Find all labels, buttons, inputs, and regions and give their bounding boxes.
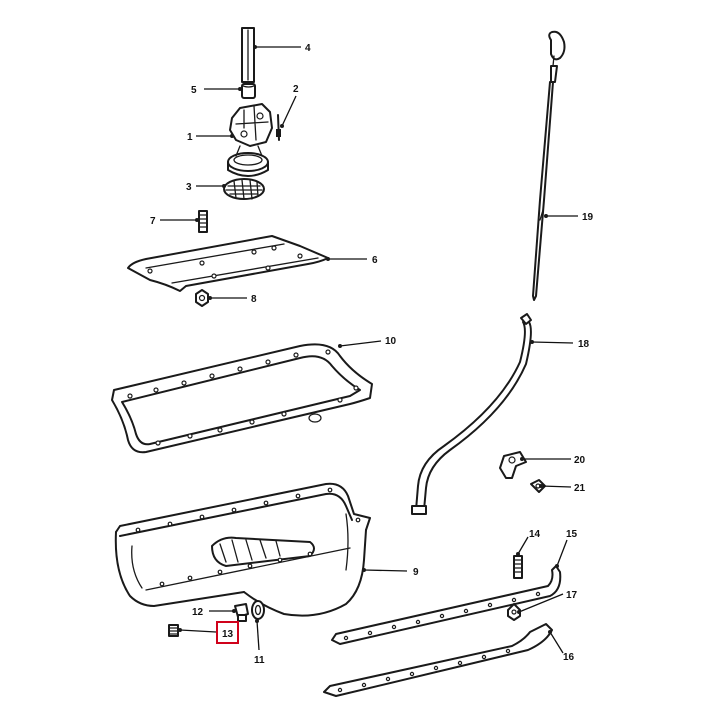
leader-lines xyxy=(160,45,578,654)
long-stud-part xyxy=(513,555,523,579)
callout-13[interactable]: 13 xyxy=(222,629,234,640)
nut-part xyxy=(195,289,209,307)
callout-3[interactable]: 3 xyxy=(186,182,192,193)
stud-part xyxy=(198,210,208,233)
callout-5[interactable]: 5 xyxy=(191,85,197,96)
pickup-screen-part xyxy=(223,178,265,200)
drain-gasket-part xyxy=(251,600,265,620)
bracket-bolt-part xyxy=(530,479,546,493)
callout-16[interactable]: 16 xyxy=(563,652,575,663)
pump-shaft-part xyxy=(276,114,281,141)
reinforcement-strip-lower-part xyxy=(323,623,553,697)
callout-9[interactable]: 9 xyxy=(413,567,419,578)
dipstick-part xyxy=(532,30,566,301)
bushing-part xyxy=(241,82,256,99)
callout-4[interactable]: 4 xyxy=(305,43,311,54)
oil-baffle-part xyxy=(127,235,329,292)
callout-19[interactable]: 19 xyxy=(582,212,594,223)
highlight-box xyxy=(216,621,239,644)
callout-labels: 4 5 2 1 3 7 6 8 10 9 12 13 11 14 15 17 1… xyxy=(150,43,594,666)
reinforcement-strip-upper-part xyxy=(331,565,562,645)
pickup-tube-part xyxy=(241,27,255,83)
callout-10[interactable]: 10 xyxy=(385,336,397,347)
callout-2[interactable]: 2 xyxy=(293,84,299,95)
callout-21[interactable]: 21 xyxy=(574,483,586,494)
callout-12[interactable]: 12 xyxy=(192,607,204,618)
callout-8[interactable]: 8 xyxy=(251,294,257,305)
callout-15[interactable]: 15 xyxy=(566,529,578,540)
oil-pump-part xyxy=(227,103,273,177)
callout-20[interactable]: 20 xyxy=(574,455,586,466)
callout-18[interactable]: 18 xyxy=(578,339,590,350)
reinforcement-nut-part xyxy=(507,603,521,621)
callout-1[interactable]: 1 xyxy=(187,132,193,143)
callout-17[interactable]: 17 xyxy=(566,590,578,601)
callout-11[interactable]: 11 xyxy=(254,655,265,666)
oil-pan-part xyxy=(114,482,371,617)
oil-pan-gasket-part xyxy=(111,343,373,454)
oil-pan-bolt-part xyxy=(168,624,179,637)
dipstick-tube-part xyxy=(411,313,532,515)
drain-plug-part xyxy=(234,603,249,622)
tube-bracket-part xyxy=(499,451,527,479)
callout-14[interactable]: 14 xyxy=(529,529,541,540)
callout-6[interactable]: 6 xyxy=(372,255,378,266)
callout-7[interactable]: 7 xyxy=(150,216,156,227)
